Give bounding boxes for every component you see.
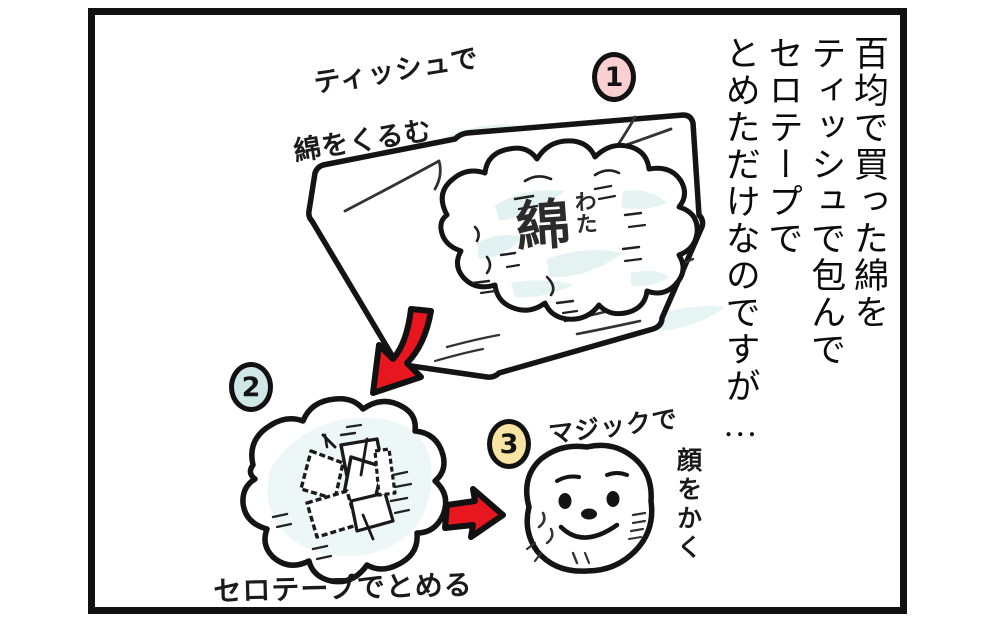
narration-block: 百均で買った綿を ティッシュで包んで セロテープで とめただけなのですが…: [720, 35, 888, 595]
comic-panel-frame: 百均で買った綿を ティッシュで包んで セロテープで とめただけなのですが… 1 …: [88, 8, 907, 614]
step1-label-line1: ティッシュで: [311, 42, 481, 100]
step-badge-1: 1: [592, 52, 636, 102]
step2-wrapped-ball: [240, 395, 449, 585]
step3-finished-doll: [524, 442, 655, 574]
arrow-step1-to-step2-shape: [370, 306, 434, 396]
step3-label-top: マジックで: [547, 404, 680, 449]
narration-column-2: ティッシュで包んで: [806, 35, 846, 368]
step1-label: ティッシュで 綿をくるむ: [245, 11, 501, 236]
narration-column-4: とめただけなのですが…: [720, 35, 760, 446]
step-badge-2: 2: [229, 362, 273, 412]
narration-column-1: 百均で買った綿を: [849, 35, 888, 331]
cotton-furigana-label: わた: [570, 189, 598, 235]
comic-panel-stage: 百均で買った綿を ティッシュで包んで セロテープで とめただけなのですが… 1 …: [88, 8, 907, 614]
step-badge-3: 3: [487, 419, 531, 469]
step1-label-line2: 綿をくるむ: [291, 114, 435, 168]
step2-label: セロテープでとめる: [213, 568, 474, 608]
cotton-kanji-label: 綿: [513, 192, 573, 259]
step3-label-side: 顔をかく: [673, 447, 703, 563]
narration-column-3: セロテープで: [763, 35, 803, 257]
arrow-step2-to-step3-shape: [442, 486, 506, 540]
